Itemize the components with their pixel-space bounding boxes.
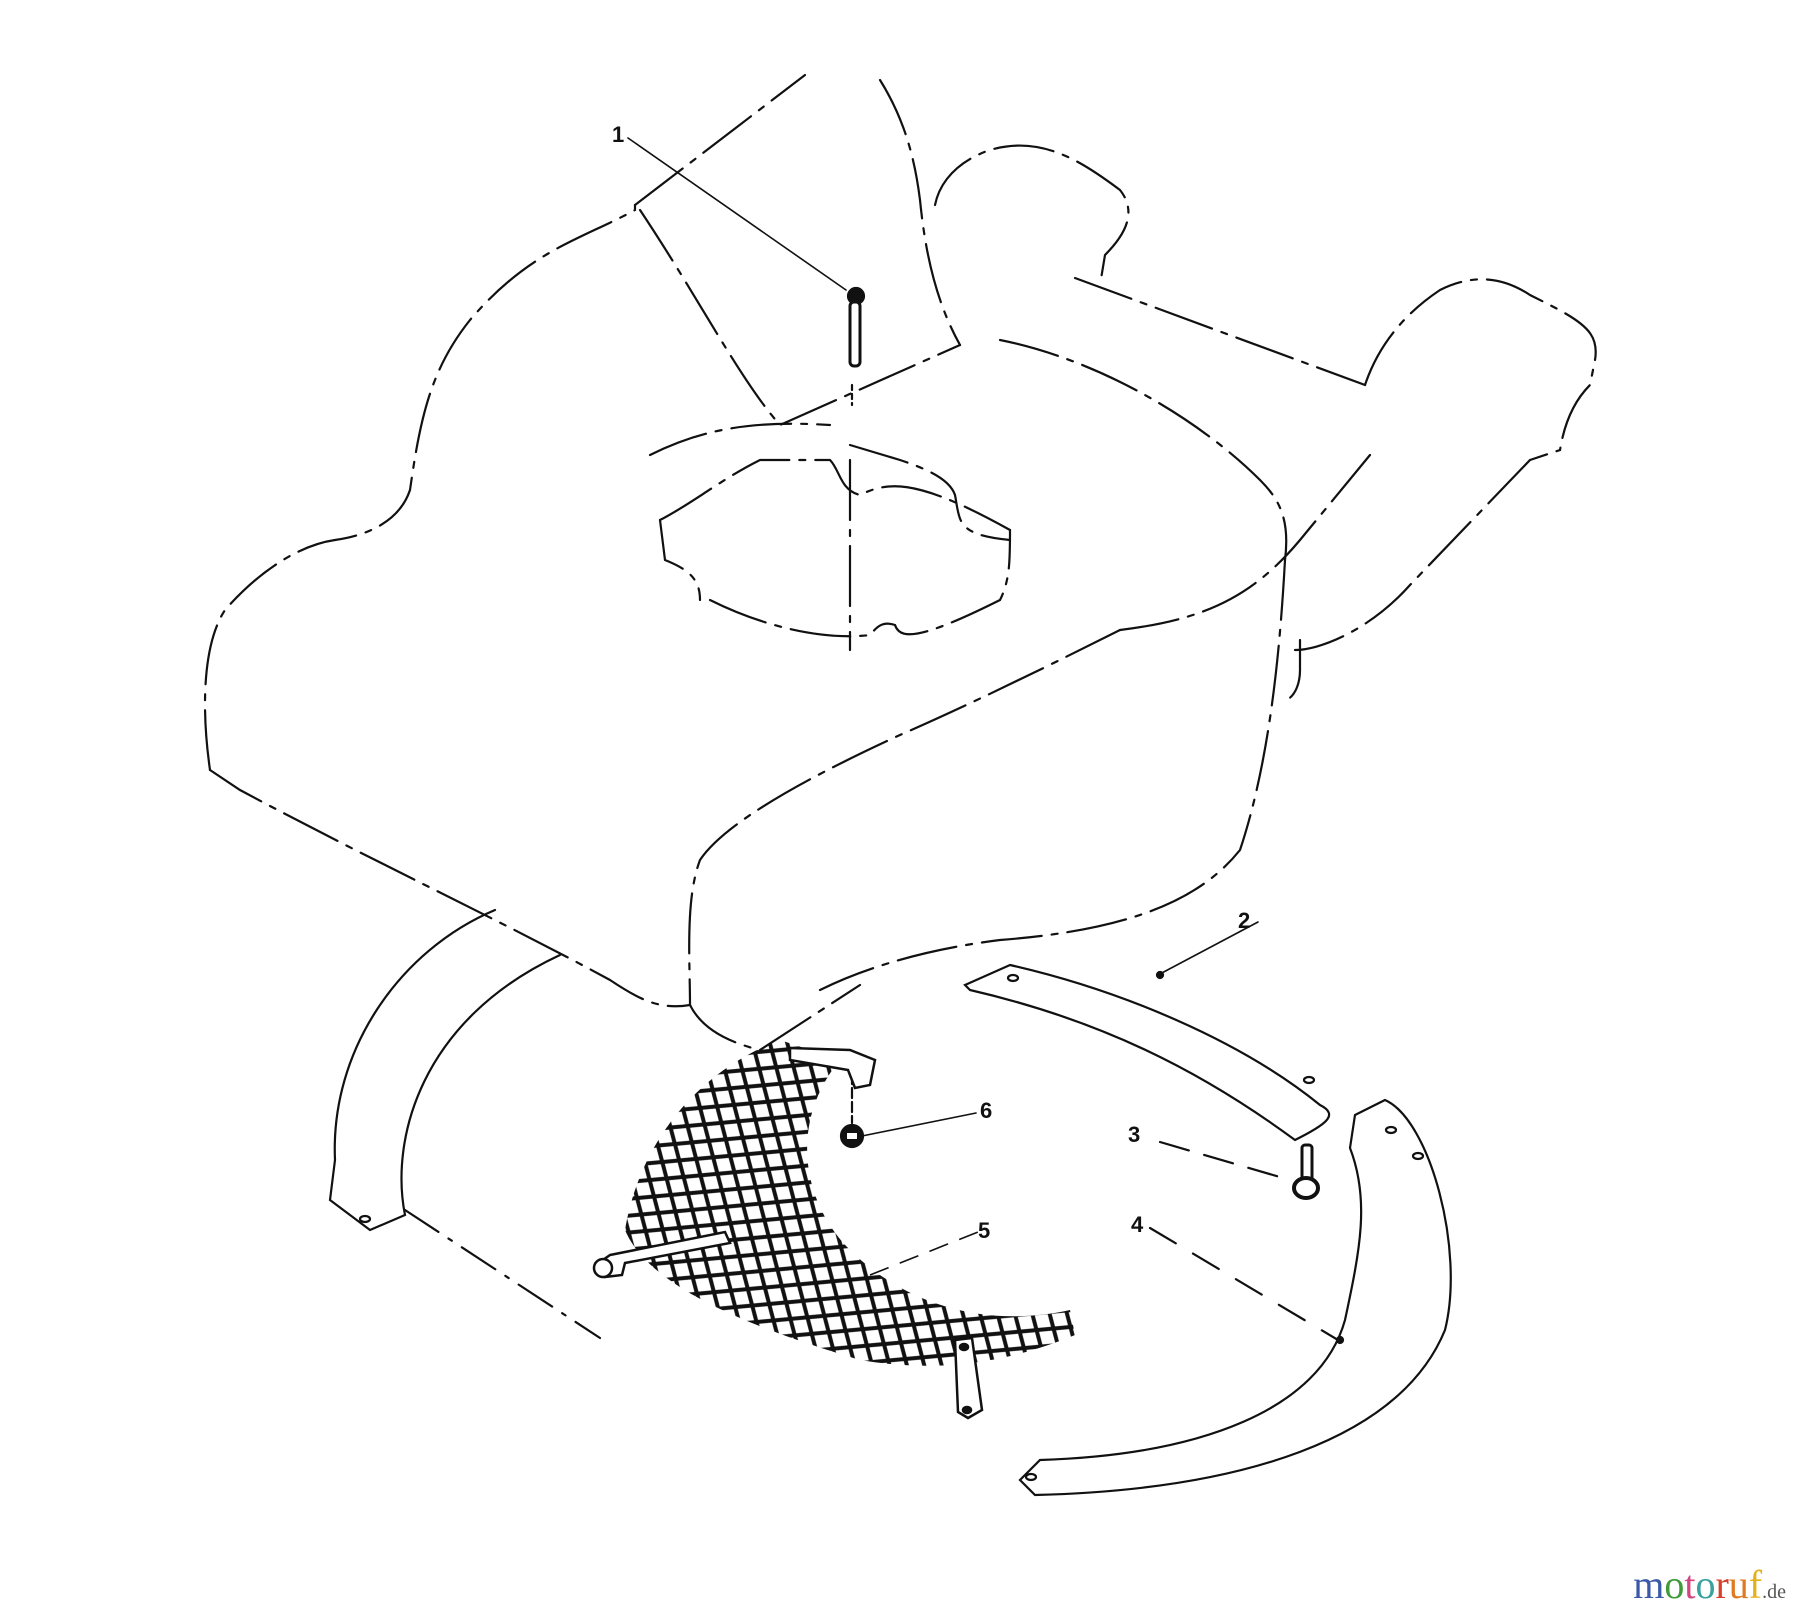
callout-label-3: 3 bbox=[1128, 1122, 1141, 1147]
mesh-guard-part-5 bbox=[592, 1040, 1075, 1420]
screw-part-3 bbox=[1158, 1140, 1320, 1200]
watermark-letter: m bbox=[1633, 1562, 1665, 1607]
upper-arc-strip-part-2 bbox=[963, 921, 1331, 1142]
watermark-letter: o bbox=[1664, 1562, 1685, 1607]
callout-label-4: 4 bbox=[1131, 1212, 1144, 1237]
watermark-letter: r bbox=[1715, 1562, 1729, 1607]
watermark-letter: f bbox=[1748, 1562, 1763, 1607]
watermark-letter: u bbox=[1728, 1562, 1749, 1607]
watermark-letter: o bbox=[1695, 1562, 1716, 1607]
callout-label-5: 5 bbox=[978, 1218, 991, 1243]
deck-housing bbox=[203, 73, 1597, 1052]
watermark-tld: .de bbox=[1762, 1581, 1786, 1603]
watermark-logo: motoruf.de bbox=[1633, 1561, 1786, 1608]
lower-arc-strip-part-4 bbox=[1018, 1098, 1452, 1497]
nut-part-6 bbox=[839, 1058, 977, 1149]
bolt-part-1 bbox=[627, 137, 866, 407]
left-arc-strip bbox=[328, 908, 602, 1340]
callout-label-6: 6 bbox=[980, 1098, 993, 1123]
callout-label-1: 1 bbox=[612, 122, 625, 147]
callout-label-2: 2 bbox=[1238, 908, 1251, 933]
watermark-letter: t bbox=[1684, 1562, 1696, 1607]
